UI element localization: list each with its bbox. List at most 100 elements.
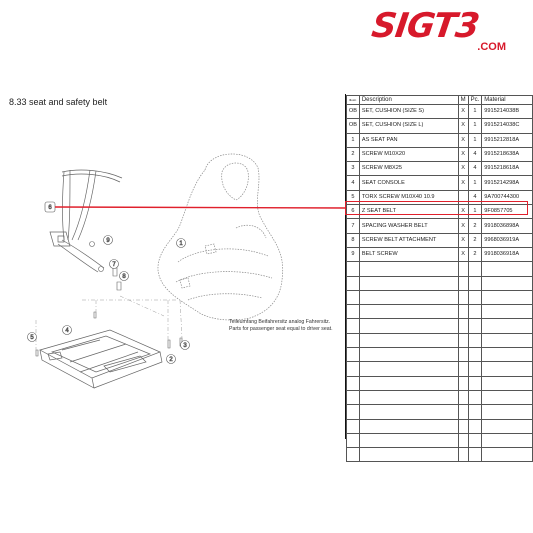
callout-markers: 1 2 3 4 5 6 7 8 9 <box>27 201 190 364</box>
cell-pos: 9 <box>346 246 360 263</box>
cell-description: SCREW M10X20 <box>358 146 459 163</box>
cell-pos: 2 <box>346 146 360 163</box>
table-row-empty <box>346 304 533 320</box>
table-row-empty <box>346 361 533 377</box>
callout-3-label: 3 <box>183 343 187 349</box>
callout-6: 6 <box>44 201 56 213</box>
cell-material: 9918036918A <box>481 246 533 263</box>
header-pc: Pc. <box>467 95 483 105</box>
callout-8-label: 8 <box>122 274 126 280</box>
cell-description: SET, CUSHION (SIZE L) <box>358 118 459 134</box>
table-row-empty <box>346 318 533 334</box>
table-row-empty <box>346 261 533 277</box>
cell-m: X <box>457 161 469 177</box>
cell-m: X <box>457 146 469 163</box>
hardware-parts <box>35 241 183 357</box>
cell-description: AS SEAT PAN <box>358 132 459 148</box>
callout-2: 2 <box>166 354 176 364</box>
cell-description: BELT SCREW <box>358 246 459 263</box>
cell-description: SPACING WASHER BELT <box>358 218 459 234</box>
cell-pc: 2 <box>467 218 483 234</box>
table-row-empty <box>346 432 533 449</box>
cell-pos: 1 <box>346 132 360 148</box>
callout-2-label: 2 <box>169 357 173 363</box>
cell-pos: 8 <box>346 232 360 248</box>
cell-pc: 1 <box>467 118 483 134</box>
callout-1-label: 1 <box>179 241 183 247</box>
parts-table-header: Illustr. Description M Pc. Material <box>346 95 533 105</box>
cell-pos: 3 <box>346 161 360 177</box>
cell-material: 9915214298A <box>481 175 533 191</box>
cell-m: X <box>457 132 469 148</box>
header-material: Material <box>481 95 533 105</box>
header-m: M <box>457 95 469 105</box>
cell-m: X <box>457 232 469 248</box>
table-row-empty <box>346 447 533 463</box>
table-row-empty <box>346 289 533 306</box>
seat-belt-straps <box>49 169 123 273</box>
table-row-empty <box>346 404 533 420</box>
cell-pos: 7 <box>346 218 360 234</box>
cell-m: X <box>457 175 469 191</box>
callout-4: 4 <box>62 325 72 335</box>
table-row-empty <box>346 375 533 391</box>
cell-pc: 1 <box>467 175 483 191</box>
callout-5: 5 <box>27 332 37 342</box>
cell-pc: 4 <box>467 146 483 163</box>
cell-material: 9915214038C <box>481 118 533 134</box>
seat-console <box>39 329 163 389</box>
callout-7-label: 7 <box>112 262 116 268</box>
cell-pc: 4 <box>467 161 483 177</box>
table-row-empty <box>346 389 533 406</box>
passenger-seat-note: Teileumfang Beifahrersitz analog Fahrers… <box>229 319 333 332</box>
cell-material: 9968036919A <box>481 232 533 248</box>
cell-pc: 2 <box>467 232 483 248</box>
seat-shell <box>157 153 284 321</box>
brand-logo[interactable]: SIGT3 .COM <box>369 6 524 53</box>
table-row-empty <box>346 275 533 291</box>
cell-material: 9915218638A <box>481 146 533 163</box>
cell-pos: 4 <box>346 175 360 191</box>
cell-m <box>457 189 469 206</box>
table-row-empty <box>346 347 533 363</box>
callout-9: 9 <box>103 235 113 245</box>
note-line-en: Parts for passenger seat equal to driver… <box>229 325 333 332</box>
callout-6-label: 6 <box>48 205 52 211</box>
cell-material: 9F0857705 <box>481 204 533 220</box>
cell-pos: OB <box>346 118 360 134</box>
cell-m: X <box>457 204 469 220</box>
cell-description: SET, CUSHION (SIZE S) <box>358 103 459 120</box>
cell-pos: OB <box>346 103 360 120</box>
cell-material: 9915218618A <box>481 161 533 177</box>
cell-m: X <box>457 246 469 263</box>
callout-8: 8 <box>119 271 129 281</box>
table-row-empty <box>346 332 533 349</box>
highlight-leader-line <box>54 206 347 209</box>
callout-7: 7 <box>109 259 119 269</box>
callout-3: 3 <box>180 340 190 350</box>
cell-m: X <box>457 218 469 234</box>
cell-pc: 1 <box>467 103 483 120</box>
callout-1: 1 <box>176 238 186 248</box>
cell-m: X <box>457 118 469 134</box>
logo-domain: .COM <box>477 41 506 53</box>
cell-material: 9915212818A <box>481 132 533 148</box>
section-title: 8.33 seat and safety belt <box>9 97 108 107</box>
cell-material: 9918036898A <box>481 218 533 234</box>
cell-pc: 1 <box>467 132 483 148</box>
cell-pc: 2 <box>467 246 483 263</box>
cell-description: SEAT CONSOLE <box>358 175 459 191</box>
cell-description: SCREW BELT ATTACHMENT <box>358 232 459 248</box>
